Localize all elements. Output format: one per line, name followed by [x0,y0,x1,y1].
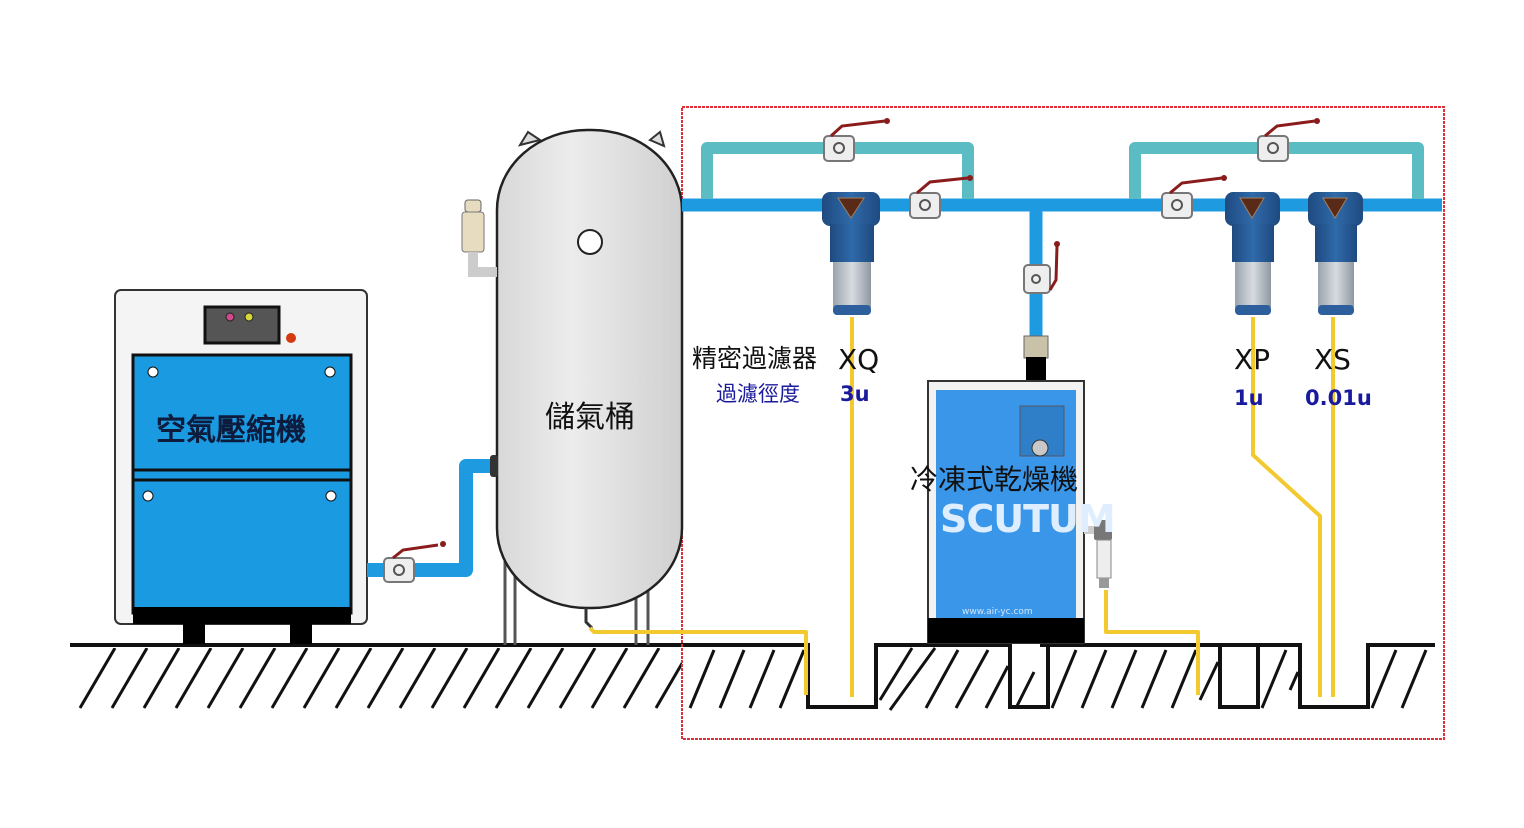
filter-xp [1225,192,1280,315]
refrigerated-dryer [927,335,1112,644]
pressure-sensor [1084,520,1112,588]
filter-xq [822,192,880,315]
compressor-foot [290,620,312,644]
tank-drain-line [588,626,808,695]
indicator-light-pink [225,312,235,322]
compressor-label: 空氣壓縮機 [156,413,306,448]
compressor-foot [183,620,205,644]
filter-precision-label: 過濾徑度 [716,382,800,406]
filter-series-label: 精密過濾器 [692,344,818,373]
air-receiver-tank [461,128,684,645]
bypass-valve [1257,118,1320,162]
indicator-light-yellow [244,312,254,322]
dryer-label: 冷凍式乾燥機 [910,463,1079,496]
ground [70,643,1435,711]
air-compressor [114,289,368,644]
safety-valve [461,199,497,277]
filter-xp-precision: 1u [1234,386,1264,410]
tank-drain [584,608,594,630]
filter-xs [1308,192,1363,315]
dryer-inlet-valve [1023,241,1060,294]
bypass-valve [823,118,890,162]
ground-hatching-left [78,648,682,709]
xp-drain-line [1251,317,1322,697]
outlet-valve [1161,175,1227,219]
filter-xq-code: XQ [838,343,880,376]
compressor-outlet-pipe [367,459,498,577]
ground-with-drain-trenches [682,643,1435,709]
ground-hatching-right [688,647,1428,711]
compressor-control-panel [203,305,281,345]
filter-xs-precision: 0.01u [1305,386,1372,410]
inlet-valve [909,175,973,219]
ball-valve [383,541,446,583]
filter-xs-code: XS [1314,343,1351,376]
dryer-brand: SCUTUM [940,497,1116,541]
dryer-inlet-fitting [1023,335,1049,359]
tank-port [577,229,603,255]
filter-xq-precision: 3u [840,382,870,406]
indicator-light-red [286,333,296,343]
filter-xp-code: XP [1234,343,1271,376]
dryer-url: www.air-yc.com [962,607,1033,617]
bypass-pipe [701,142,1424,199]
receiver-tank-label: 儲氣桶 [545,400,635,435]
dryer-drain-line [1104,590,1200,695]
drain-lines [588,317,1335,697]
